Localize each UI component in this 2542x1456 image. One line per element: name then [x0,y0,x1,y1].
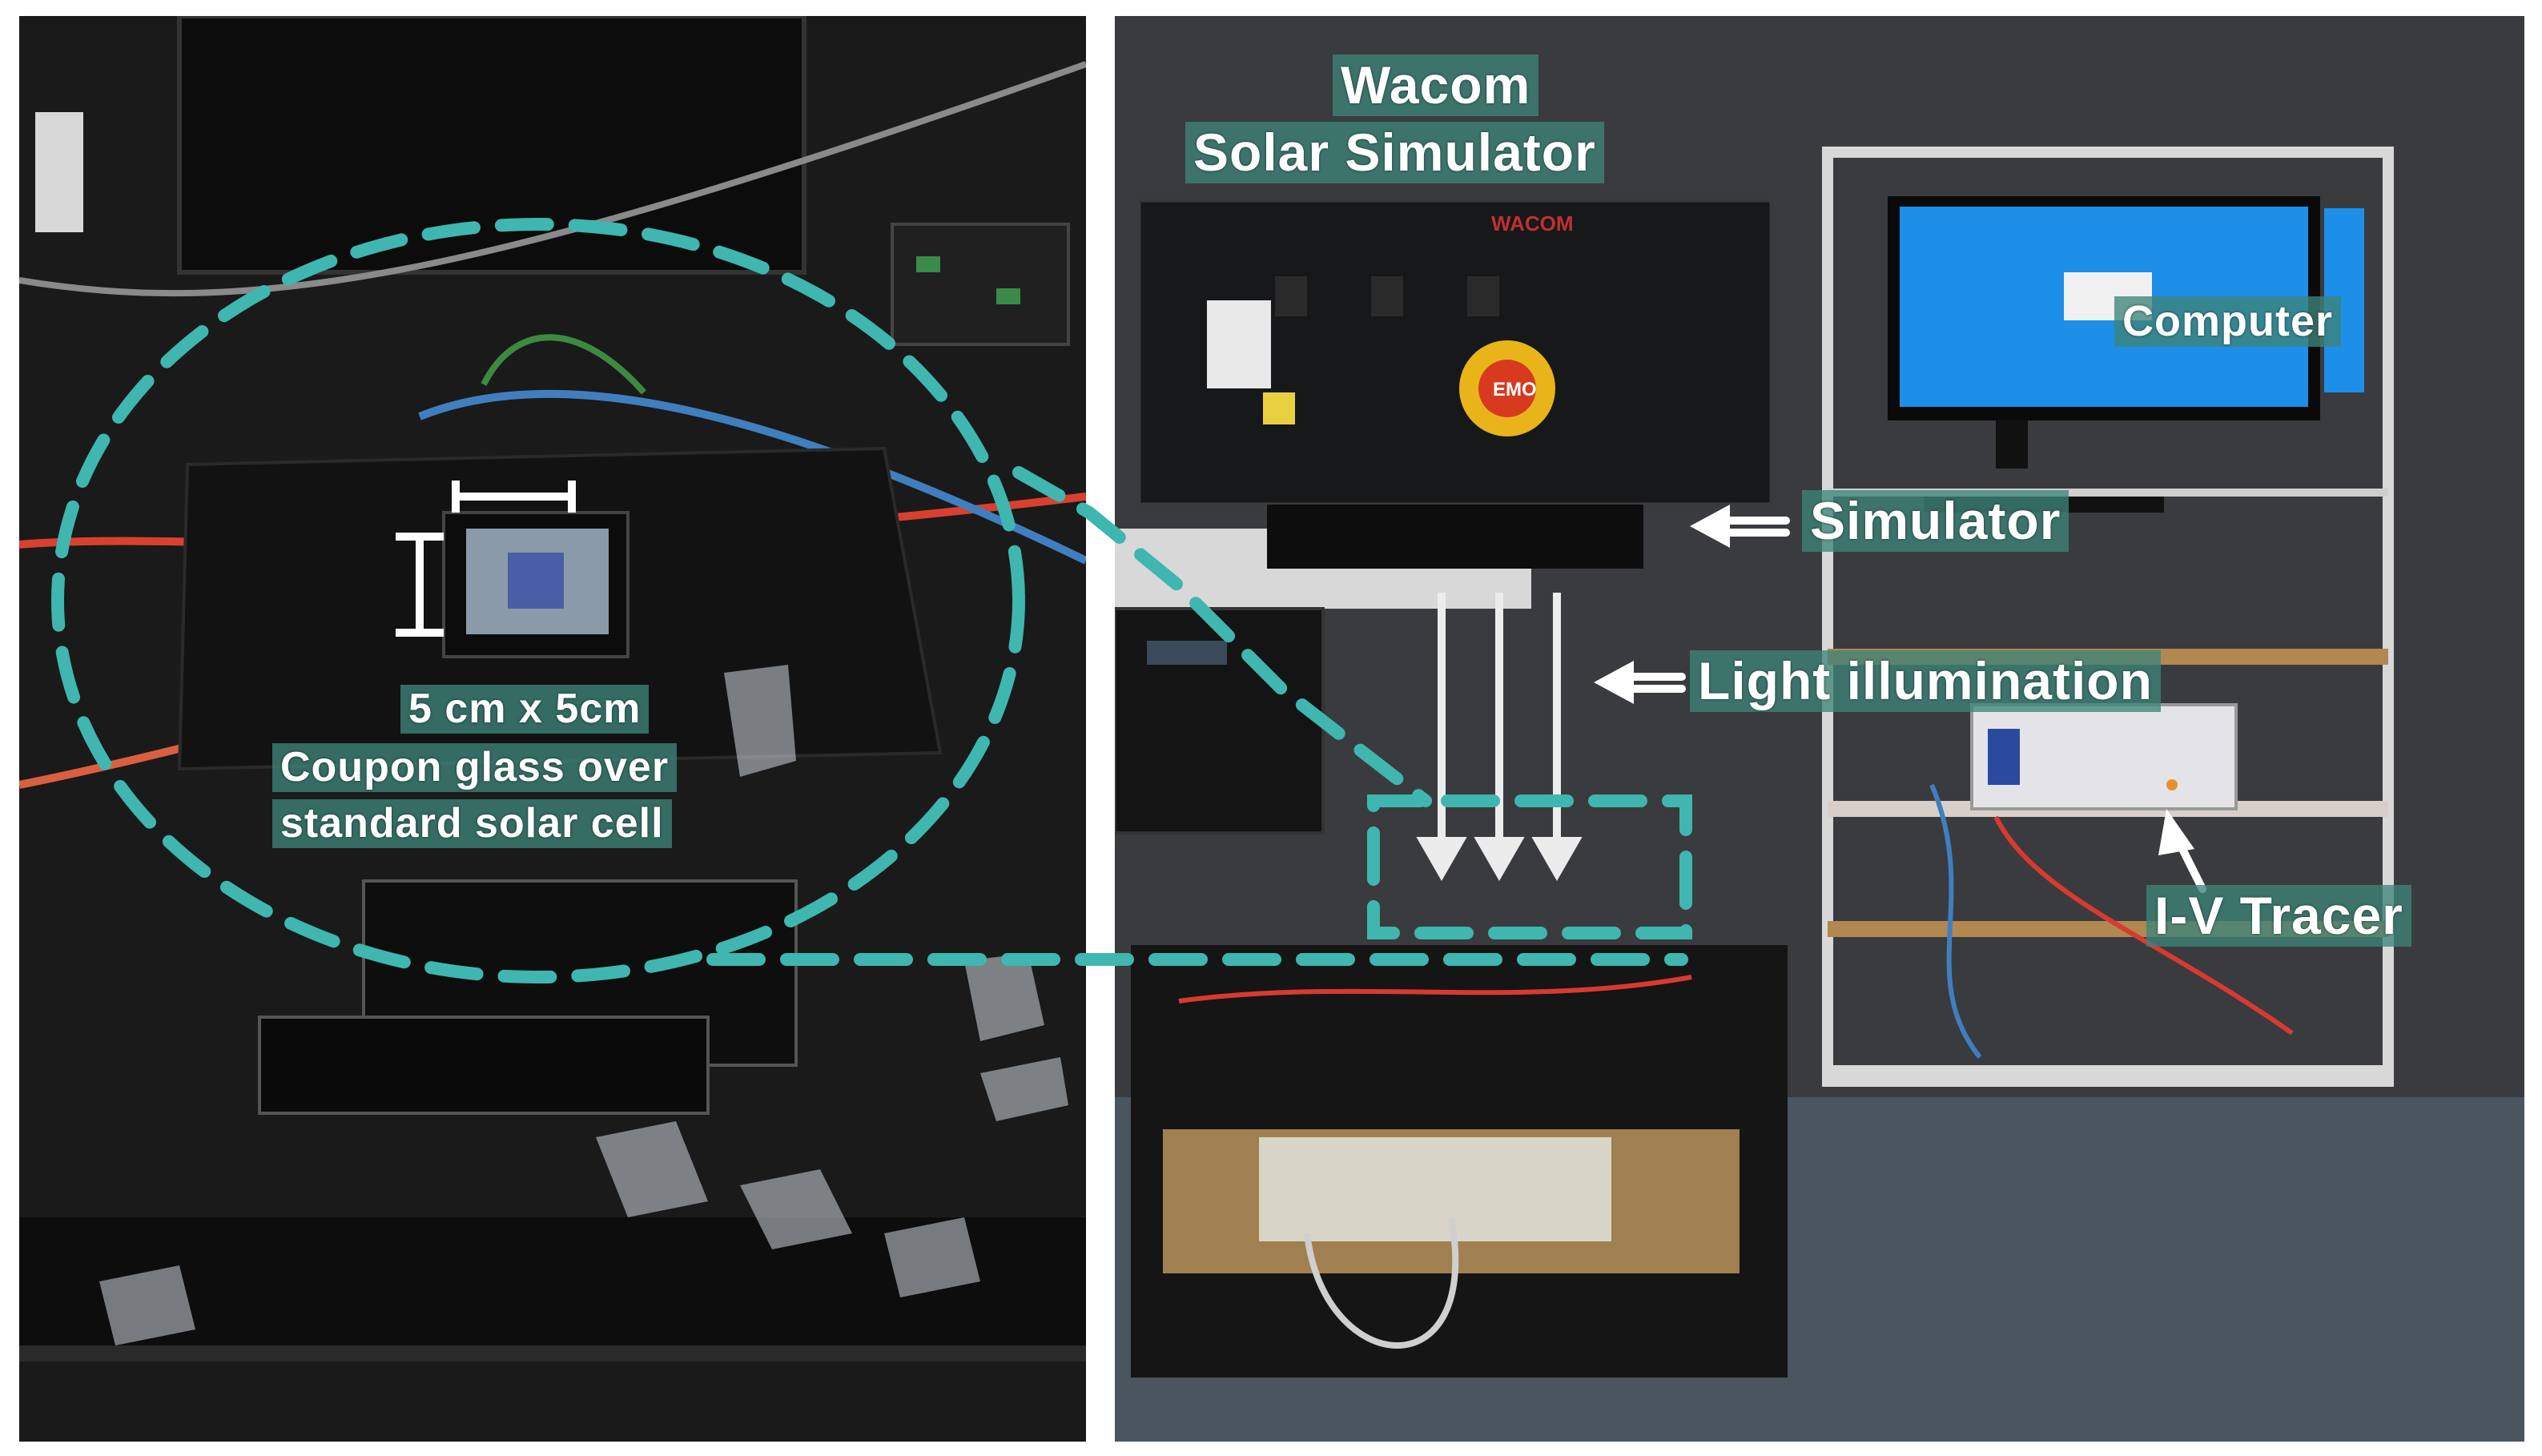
svg-text:EMO: EMO [1493,379,1537,400]
simulator-label: Simulator [1802,490,2069,552]
wacom-label-line2: Solar Simulator [1185,122,1604,183]
background-monitor [177,16,806,275]
coupon-label-line2: standard solar cell [272,799,672,849]
power-supply-unit [1259,1137,1611,1241]
iv-tracer-label: I-V Tracer [2146,885,2411,947]
computer-label: Computer [2114,296,2341,348]
right-photo-scene: WACOM EMO [1115,16,2524,1442]
solar-cell [508,553,564,609]
wall-socket [35,112,83,232]
photo-right-solar-simulator-setup: WACOM EMO [1115,16,2524,1442]
simulator-lamp-head [1267,505,1643,569]
wacom-brand-mark: WACOM [1491,211,1574,235]
light-illumination-label: Light illumination [1690,650,2161,712]
wacom-label-line1: Wacom [1333,54,1539,116]
coupon-label-line1: Coupon glass over [272,743,678,793]
coupon-size-label: 5 cm x 5cm [400,685,650,734]
